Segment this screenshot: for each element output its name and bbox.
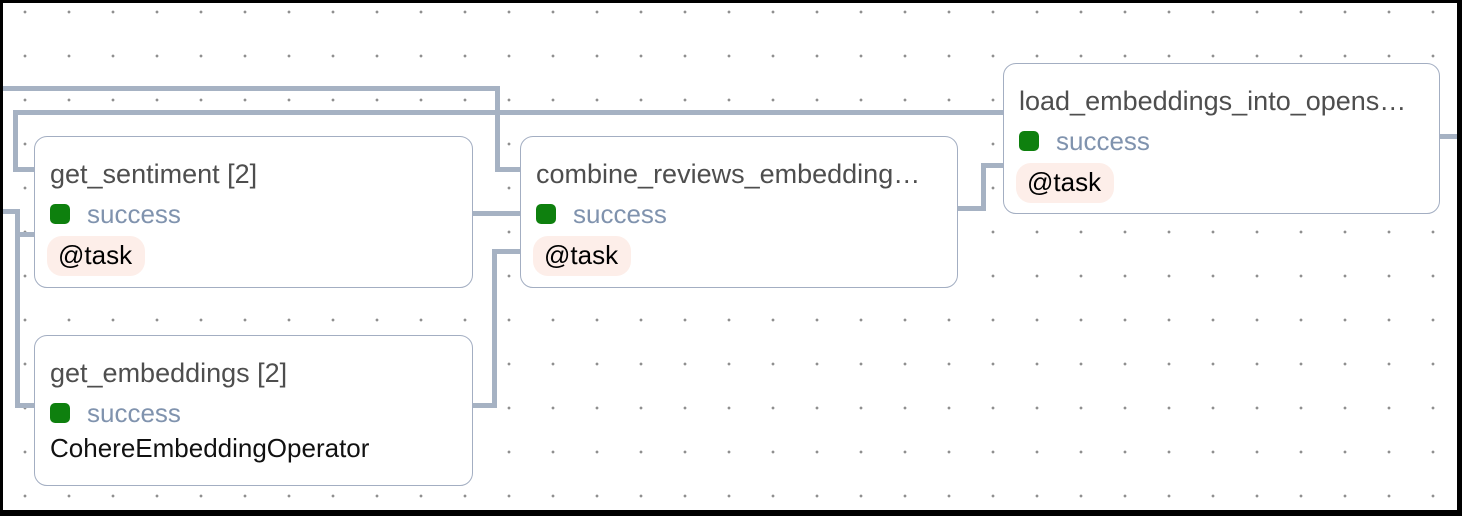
edge-segment bbox=[492, 249, 520, 254]
task-status-row: success bbox=[1019, 128, 1424, 154]
status-label: success bbox=[1056, 126, 1150, 157]
edge-segment bbox=[981, 163, 1003, 168]
task-status-row: success bbox=[50, 400, 457, 426]
success-status-icon bbox=[50, 204, 70, 225]
success-status-icon bbox=[1019, 131, 1039, 152]
task-name: combine_reviews_embedding… bbox=[536, 159, 921, 189]
edge-segment bbox=[495, 167, 520, 172]
edge-segment bbox=[13, 110, 18, 172]
edge-segment bbox=[473, 403, 497, 408]
task-node-combine-reviews-embeddings[interactable]: combine_reviews_embedding… success @task bbox=[520, 136, 958, 288]
task-decorator-badge: @task bbox=[47, 236, 146, 277]
operator-name: CohereEmbeddingOperator bbox=[50, 433, 370, 464]
edge-segment bbox=[3, 209, 20, 214]
success-status-icon bbox=[536, 204, 556, 225]
status-label: success bbox=[573, 199, 667, 230]
task-node-get-sentiment[interactable]: get_sentiment [2] success @task bbox=[34, 136, 473, 288]
task-node-load-embeddings-into-opensearch[interactable]: load_embeddings_into_opens… success @tas… bbox=[1003, 63, 1440, 214]
edge-segment bbox=[495, 86, 500, 172]
edge-segment bbox=[473, 211, 520, 216]
edge-segment bbox=[958, 206, 986, 211]
edge-segment bbox=[13, 167, 34, 172]
edge-segment bbox=[981, 163, 986, 211]
edge-segment bbox=[3, 86, 500, 91]
task-decorator-badge: @task bbox=[533, 236, 632, 277]
success-status-icon bbox=[50, 403, 70, 424]
edge-segment bbox=[15, 403, 34, 408]
status-label: success bbox=[87, 398, 181, 429]
edge-segment bbox=[15, 232, 34, 237]
task-node-get-embeddings[interactable]: get_embeddings [2] success CohereEmbeddi… bbox=[34, 335, 473, 486]
task-decorator-badge: @task bbox=[1016, 163, 1115, 204]
edge-segment bbox=[492, 249, 497, 408]
task-name: get_embeddings [2] bbox=[50, 358, 288, 388]
edge-segment bbox=[13, 110, 1003, 115]
edge-segment bbox=[1440, 134, 1457, 139]
task-name: load_embeddings_into_opens… bbox=[1019, 86, 1407, 116]
edge-segment bbox=[15, 209, 20, 408]
task-name: get_sentiment [2] bbox=[50, 159, 258, 189]
task-status-row: success bbox=[50, 201, 457, 227]
status-label: success bbox=[87, 199, 181, 230]
task-status-row: success bbox=[536, 201, 942, 227]
